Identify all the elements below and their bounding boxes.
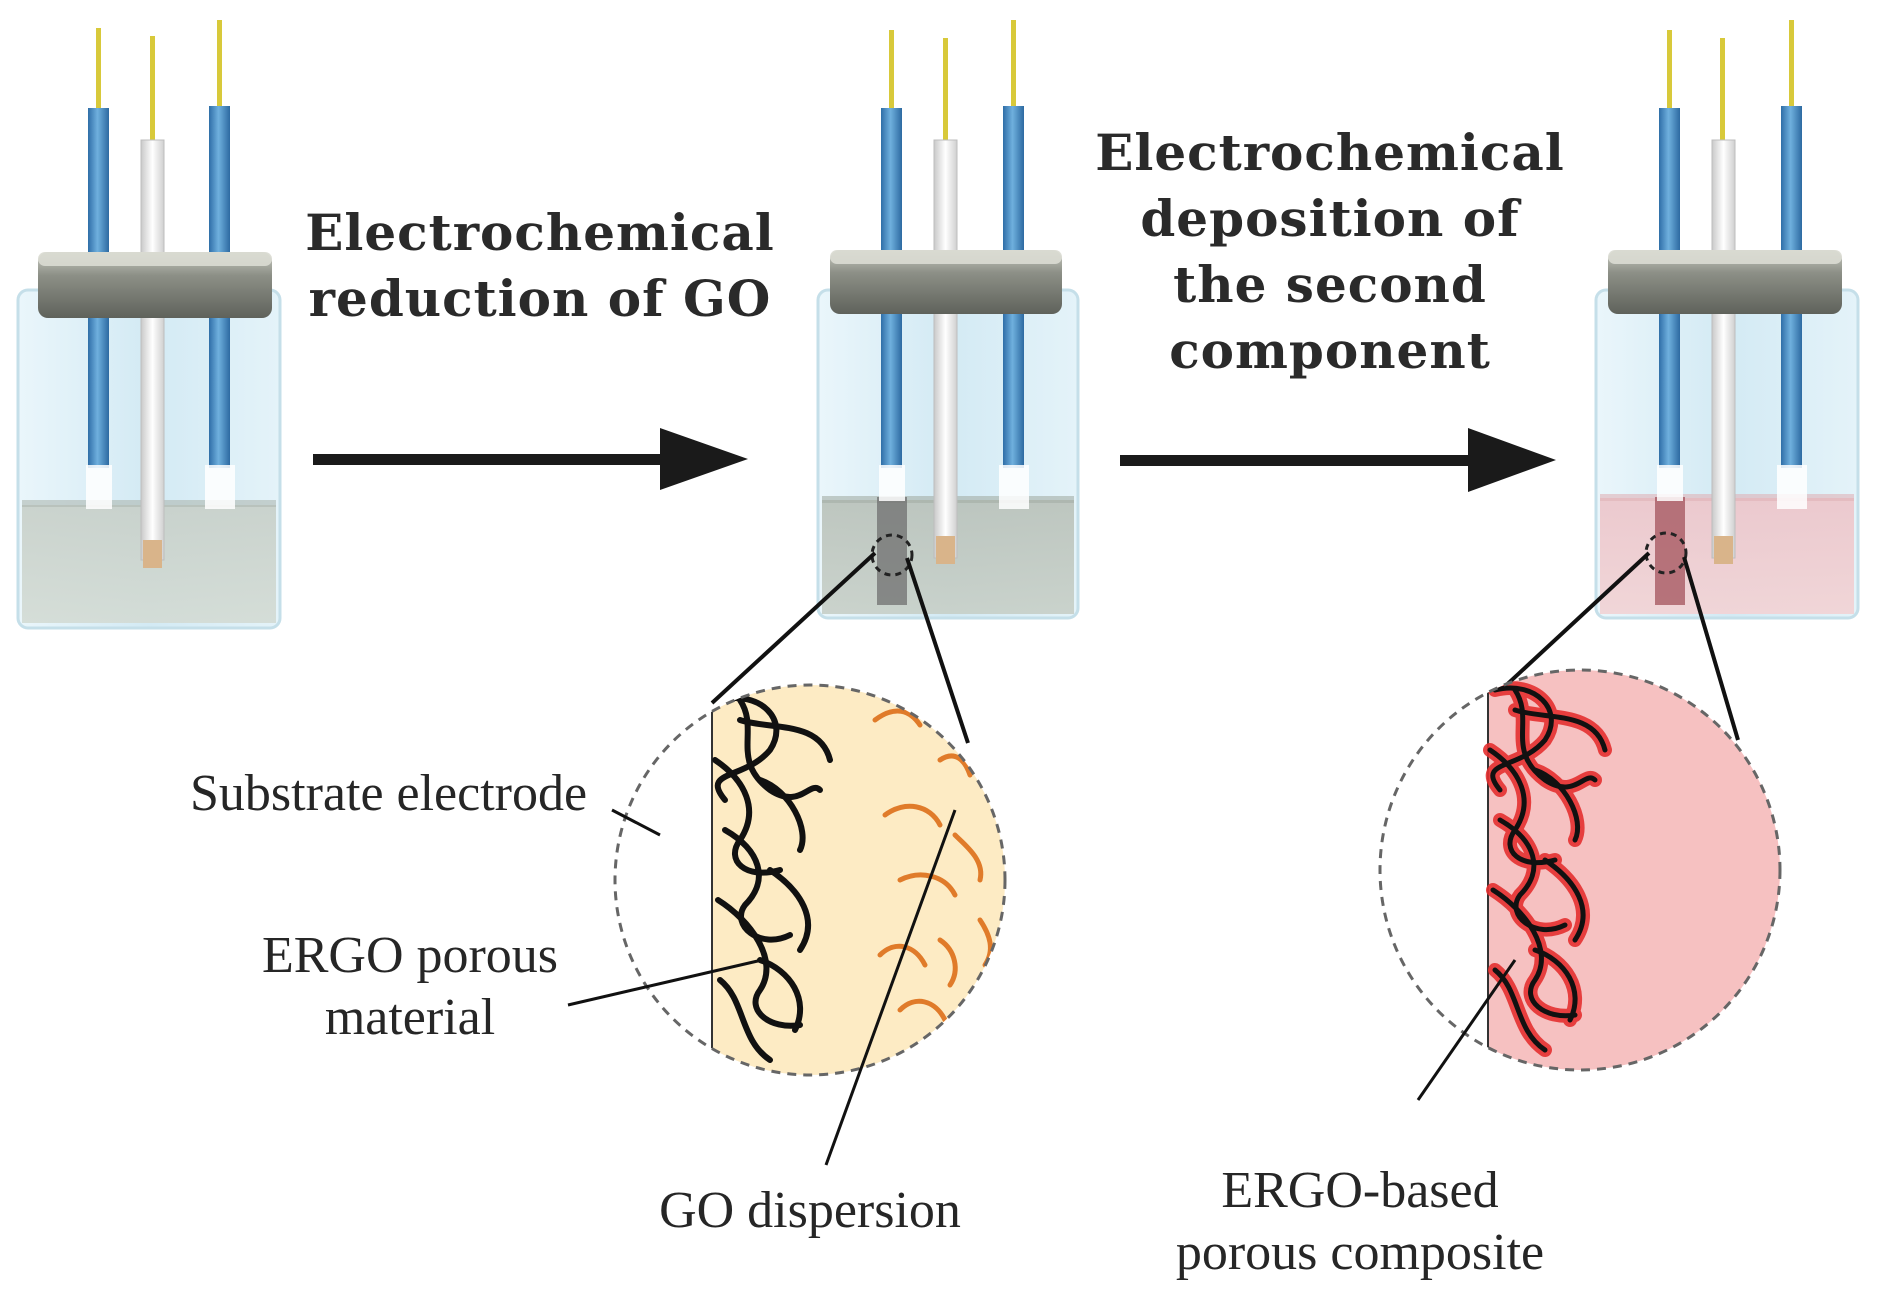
cell-1-lead-mid	[150, 36, 155, 142]
label-ergo-porous-line-1: ERGO porous	[261, 927, 559, 984]
cell-2-lead-mid	[943, 38, 948, 142]
cell-2-lead-left	[889, 30, 894, 122]
leader-substrate	[611, 808, 661, 837]
label-composite-line-1: ERGO-based	[1221, 1162, 1499, 1219]
label-composite-line-2: porous composite	[1175, 1224, 1545, 1281]
step-1-label: Electrochemical reduction of GO	[300, 200, 780, 332]
cell-2-reference-electrode	[933, 139, 958, 559]
label-substrate-electrode: Substrate electrode	[190, 763, 710, 825]
cell-2-zoom-spot	[870, 533, 914, 577]
label-substrate-electrode-text: Substrate electrode	[190, 765, 588, 822]
cell-2	[816, 20, 1080, 620]
cell-3-cap	[1608, 250, 1842, 314]
cell-3-composite-coating	[1655, 497, 1685, 605]
zoom-view-1	[613, 551, 1007, 1077]
step-2-label: Electrochemical deposition of the second…	[1090, 120, 1570, 384]
leader-lines	[567, 808, 1517, 1166]
label-ergo-based-composite: ERGO-based porous composite	[1110, 1160, 1610, 1284]
arrow-2	[1120, 428, 1556, 492]
cell-1-lead-right	[217, 20, 222, 120]
leader-ergo-porous	[567, 958, 763, 1007]
zoom-2-ergo-network	[1487, 685, 1608, 1053]
cell-3	[1594, 20, 1860, 620]
cell-3-lead-right	[1789, 20, 1794, 120]
label-go-dispersion: GO dispersion	[580, 1180, 1040, 1242]
cell-3-reference-electrode	[1711, 139, 1736, 559]
leader-composite	[1416, 959, 1517, 1101]
cell-2-ergo-coating	[877, 497, 907, 605]
cell-2-lead-right	[1011, 20, 1016, 120]
step-2-line-1: Electrochemical	[1095, 123, 1565, 182]
cell-2-cap	[830, 250, 1062, 314]
arrow-1	[313, 428, 748, 490]
zoom-2-substrate-region	[1380, 670, 1488, 1070]
step-2-line-3: the second	[1173, 255, 1487, 314]
cell-1-lead-left	[96, 28, 101, 120]
step-2-line-2: deposition of	[1140, 189, 1520, 248]
label-ergo-porous-material: ERGO porous material	[190, 925, 630, 1049]
cell-1-cap	[38, 252, 272, 318]
cell-1-reference-electrode	[140, 139, 165, 561]
label-go-dispersion-text: GO dispersion	[659, 1182, 961, 1239]
step-1-line-1: Electrochemical	[305, 203, 775, 262]
zoom-2-outline	[1378, 668, 1782, 1072]
zoom-1-ergo-network	[712, 695, 833, 1063]
cell-1	[16, 20, 282, 630]
step-2-line-4: component	[1169, 321, 1491, 380]
leader-go-dispersion	[824, 809, 957, 1166]
zoom-1-outline	[613, 683, 1007, 1077]
zoom-view-2	[1378, 551, 1782, 1072]
step-1-line-2: reduction of GO	[308, 269, 772, 328]
cell-3-lead-left	[1667, 30, 1672, 122]
cell-3-lead-mid	[1720, 38, 1725, 142]
cell-3-zoom-spot	[1644, 531, 1688, 575]
label-ergo-porous-line-2: material	[324, 989, 496, 1046]
